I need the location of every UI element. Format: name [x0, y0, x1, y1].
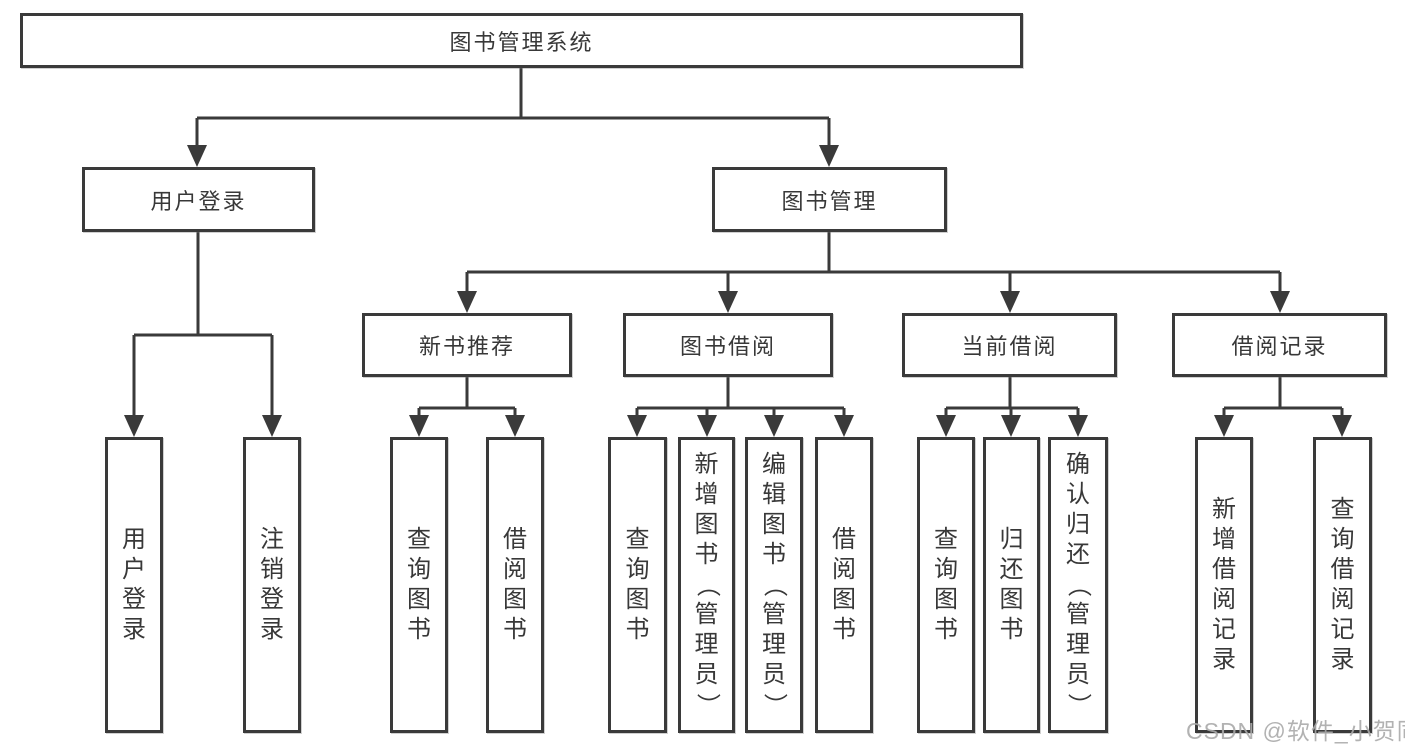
leaf-edit-books-admin-label: 编辑图书（管理员）: [761, 451, 788, 717]
leaf-return-books-label: 归还图书: [999, 526, 1024, 643]
leaf-confirm-return-admin: 确认归还（管理员）: [1048, 437, 1108, 733]
node-book-borrow: 图书借阅: [623, 313, 833, 377]
leaf-query-books-borrow-label: 查询图书: [625, 526, 650, 643]
leaf-edit-books-admin: 编辑图书（管理员）: [745, 437, 803, 733]
leaf-add-borrow-record: 新增借阅记录: [1195, 437, 1253, 733]
node-user-login: 用户登录: [82, 167, 315, 232]
leaf-return-books: 归还图书: [983, 437, 1040, 733]
leaf-borrow-books-recommend-label: 借阅图书: [503, 526, 527, 643]
csdn-watermark: CSDN @软件_小贺同学: [1186, 718, 1405, 744]
node-book-management: 图书管理: [712, 167, 947, 232]
leaf-add-books-admin-label: 新增图书（管理员）: [693, 451, 721, 717]
leaf-logout: 注销登录: [243, 437, 301, 733]
leaf-query-books-current-label: 查询图书: [934, 526, 958, 643]
leaf-user-login: 用户登录: [105, 437, 163, 733]
leaf-add-borrow-record-label: 新增借阅记录: [1212, 496, 1236, 673]
leaf-query-borrow-record: 查询借阅记录: [1313, 437, 1372, 733]
node-root-system: 图书管理系统: [20, 13, 1023, 68]
leaf-borrow-books: 借阅图书: [815, 437, 873, 733]
node-current-borrow: 当前借阅: [902, 313, 1117, 377]
leaf-user-login-label: 用户登录: [122, 526, 146, 643]
leaf-borrow-books-label: 借阅图书: [832, 526, 856, 643]
leaf-query-books-current: 查询图书: [917, 437, 975, 733]
node-borrow-records: 借阅记录: [1172, 313, 1387, 377]
leaf-logout-label: 注销登录: [260, 526, 284, 643]
leaf-query-books-recommend-label: 查询图书: [407, 526, 431, 643]
leaf-query-books-recommend: 查询图书: [390, 437, 448, 733]
node-new-book-recommend: 新书推荐: [362, 313, 572, 377]
leaf-query-books-borrow: 查询图书: [608, 437, 667, 733]
leaf-confirm-return-admin-label: 确认归还（管理员）: [1065, 451, 1092, 717]
leaf-add-books-admin: 新增图书（管理员）: [678, 437, 735, 733]
leaf-borrow-books-recommend: 借阅图书: [486, 437, 544, 733]
leaf-query-borrow-record-label: 查询借阅记录: [1330, 496, 1355, 673]
